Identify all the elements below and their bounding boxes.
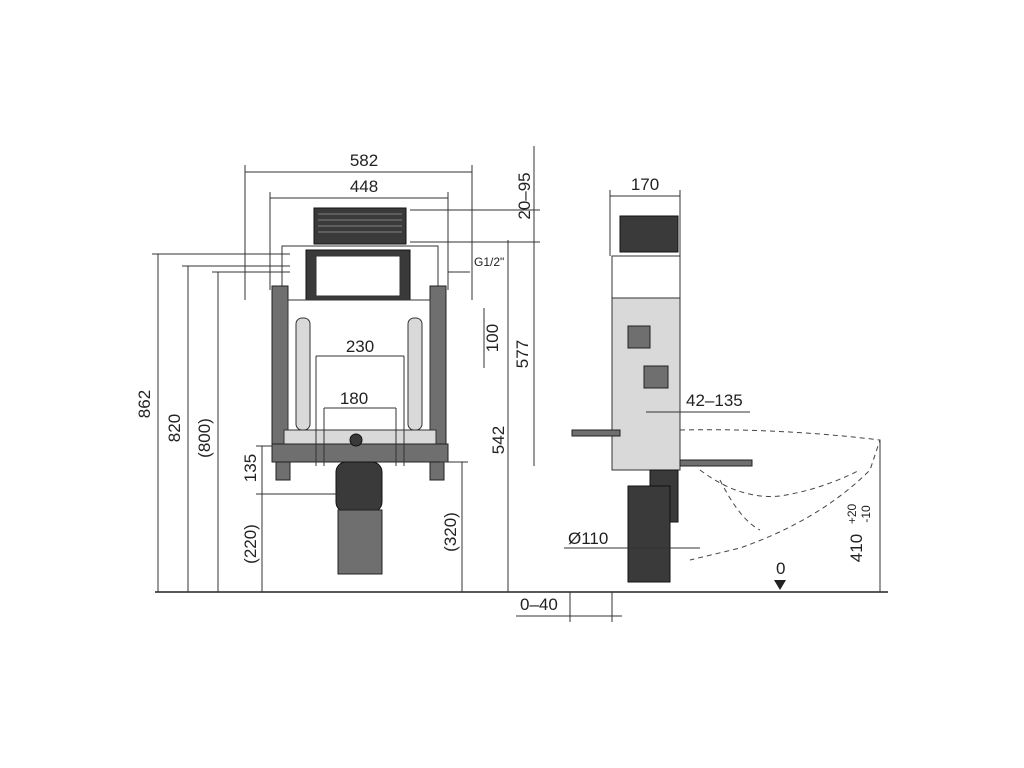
dim-542: 542: [489, 426, 508, 454]
floor-zero-marker: [774, 580, 786, 590]
dim-320: (320): [441, 512, 460, 552]
dim-800: (800): [195, 418, 214, 458]
dim-180: 180: [340, 389, 368, 408]
dim-230: 230: [346, 337, 374, 356]
dim-42-135: 42–135: [686, 391, 743, 410]
dim-448: 448: [350, 177, 378, 196]
dim-170: 170: [631, 175, 659, 194]
dim-820: 820: [165, 414, 184, 442]
dim-135: 135: [241, 454, 260, 482]
dim-862: 862: [135, 390, 154, 418]
side-view: [571, 215, 881, 583]
front-view: [271, 207, 449, 575]
dim-220: (220): [241, 524, 260, 564]
left-frame-post: [271, 285, 289, 447]
dim-577: 577: [513, 340, 532, 368]
right-frame-post: [429, 285, 447, 447]
dim-0: 0: [776, 559, 785, 578]
dim-d110: Ø110: [568, 529, 608, 548]
dim-100: 100: [483, 324, 502, 352]
dim-inlet-g12: G1/2": [474, 255, 504, 269]
dim-20-95: 20–95: [515, 172, 534, 219]
dim-410-tol-minus: -10: [859, 505, 873, 523]
dim-410-tol-plus: +20: [845, 503, 859, 524]
side-dimensions: 170 42–135 Ø110 0–40 0 410 +20 -10: [516, 175, 881, 622]
front-dimensions: 582 448 20–95 G1/2" 100 577 542 230 180: [135, 146, 540, 592]
dim-410: 410: [847, 534, 866, 562]
dim-582: 582: [350, 151, 378, 170]
dim-0-40: 0–40: [520, 595, 558, 614]
